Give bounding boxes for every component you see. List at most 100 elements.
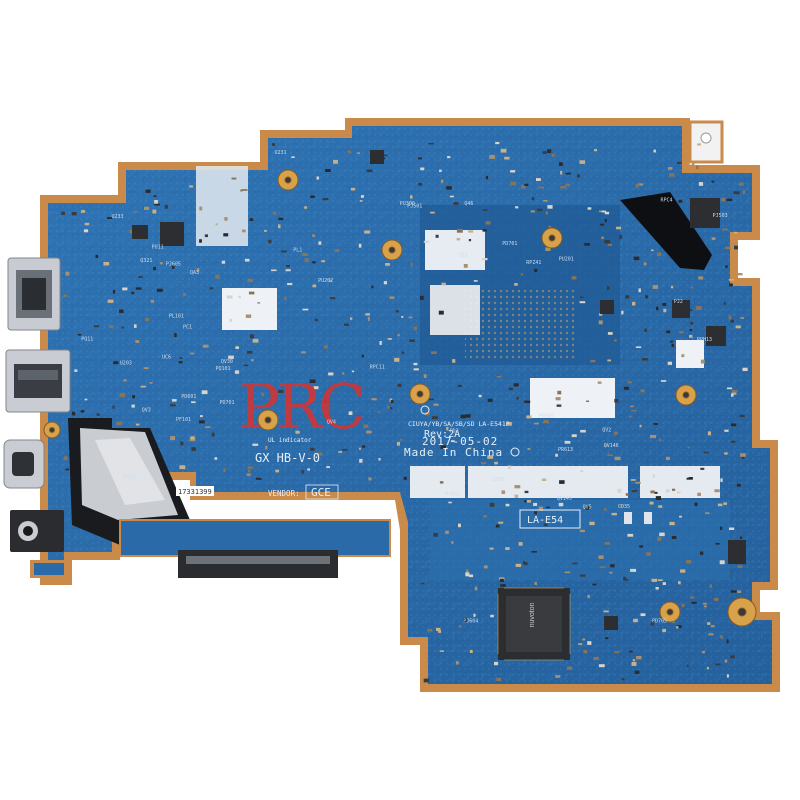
- smd-part: [720, 478, 723, 482]
- refdes-label: PU201: [559, 257, 574, 263]
- smd-part: [171, 265, 175, 269]
- smd-part: [530, 210, 535, 213]
- smd-part: [291, 156, 295, 158]
- smd-part: [545, 211, 548, 215]
- smd-part: [564, 440, 571, 444]
- smd-part: [152, 209, 157, 214]
- refdes-label: PD3: [450, 428, 459, 434]
- refdes-label: QV4: [327, 419, 336, 425]
- smd-part: [541, 478, 547, 481]
- smd-part: [383, 154, 388, 157]
- smd-part: [280, 250, 287, 253]
- smd-part: [731, 393, 734, 397]
- smd-part: [547, 205, 553, 209]
- smd-part: [215, 223, 218, 226]
- smd-part: [660, 380, 667, 382]
- smd-part: [482, 258, 488, 261]
- smd-part: [228, 355, 234, 359]
- ul-code: GX HB-V-0: [255, 451, 320, 465]
- smd-part: [650, 435, 656, 439]
- smd-part: [709, 584, 712, 588]
- smd-part: [456, 238, 461, 241]
- smd-part: [516, 397, 519, 400]
- smd-part: [159, 262, 163, 265]
- smd-part: [598, 555, 604, 559]
- smd-part: [609, 571, 613, 574]
- smd-part: [670, 285, 674, 289]
- smd-part: [474, 586, 478, 591]
- smd-part: [242, 229, 246, 233]
- smd-part: [252, 338, 259, 343]
- refdes-label: Q46: [464, 201, 473, 207]
- smd-part: [526, 500, 531, 503]
- smd-part: [587, 641, 592, 645]
- smd-part: [730, 440, 736, 443]
- smd-part: [731, 423, 737, 427]
- smd-part: [390, 407, 393, 410]
- refdes-label: QV30: [221, 359, 233, 365]
- smd-part: [455, 661, 459, 665]
- smd-part: [285, 265, 290, 268]
- smd-part: [726, 198, 733, 202]
- smd-part: [200, 415, 203, 418]
- smd-part: [636, 656, 642, 660]
- smd-part: [695, 306, 702, 310]
- refdes-label: PF101: [176, 417, 191, 423]
- smd-part: [214, 457, 218, 460]
- smd-part: [439, 169, 442, 172]
- smd-part: [466, 569, 469, 574]
- smd-part: [538, 506, 544, 511]
- smd-part: [154, 203, 160, 206]
- smd-part: [302, 308, 309, 311]
- smd-part: [357, 152, 361, 155]
- refdes-label: UC6: [162, 354, 171, 360]
- smd-part: [448, 501, 452, 504]
- smd-part: [726, 387, 733, 390]
- black-tape: [620, 192, 712, 270]
- smd-part: [462, 618, 467, 622]
- smd-part: [135, 287, 142, 290]
- smd-part: [567, 666, 572, 670]
- smd-part: [135, 423, 140, 426]
- smd-part: [545, 247, 551, 251]
- smd-part: [485, 176, 489, 180]
- smd-part: [170, 404, 176, 407]
- smd-part: [401, 316, 404, 318]
- smd-part: [283, 297, 287, 300]
- smd-part: [397, 334, 400, 337]
- smd-part: [500, 584, 506, 587]
- smd-part: [558, 502, 564, 507]
- smd-part: [698, 276, 704, 280]
- smd-part: [521, 184, 526, 189]
- smd-part: [527, 448, 531, 450]
- smd-part: [592, 583, 597, 586]
- smd-part: [617, 488, 622, 493]
- smd-part: [668, 167, 673, 170]
- smd-part: [295, 430, 300, 434]
- smd-part: [494, 661, 499, 666]
- smd-part: [650, 621, 654, 626]
- smd-part: [504, 156, 510, 160]
- smd-part: [739, 414, 745, 418]
- refdes-label: PU300: [400, 201, 415, 207]
- smd-part: [579, 160, 586, 164]
- smd-part: [153, 195, 157, 197]
- smd-part: [513, 383, 519, 387]
- smd-part: [251, 359, 254, 362]
- smd-part: [651, 578, 658, 582]
- smd-part: [63, 456, 68, 461]
- smd-part: [325, 169, 331, 172]
- smd-part: [672, 488, 676, 491]
- smd-part: [555, 675, 561, 678]
- smd-part: [629, 415, 632, 418]
- smd-part: [257, 302, 261, 304]
- refdes-label: PL1: [293, 248, 302, 254]
- smd-part: [738, 182, 744, 186]
- smd-part: [534, 268, 538, 273]
- smd-part: [669, 521, 675, 526]
- smd-part: [351, 187, 356, 191]
- smd-part: [71, 212, 77, 216]
- smd-part: [508, 387, 513, 391]
- smd-part: [460, 414, 466, 419]
- smd-part: [505, 547, 510, 550]
